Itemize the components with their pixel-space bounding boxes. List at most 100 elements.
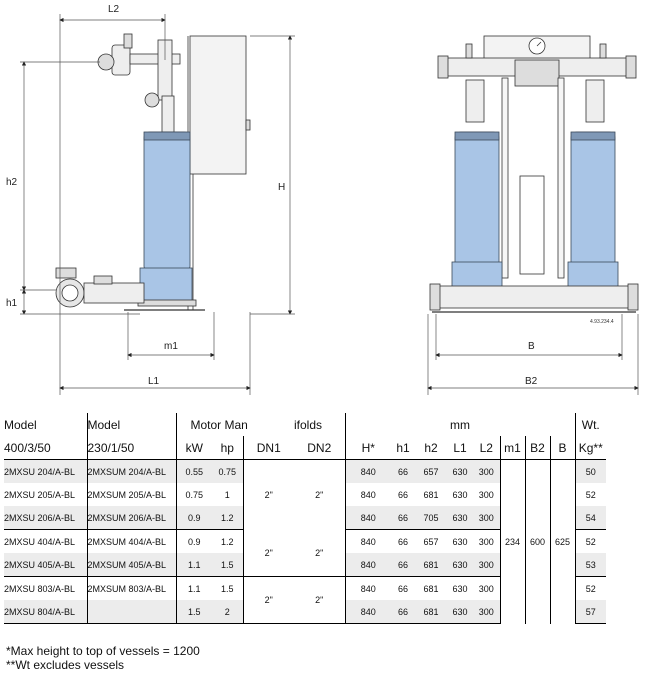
drawing-code: 4.93.234.4 xyxy=(590,319,614,325)
cell-h2: 681 xyxy=(423,583,439,594)
cell-m1: 234 xyxy=(499,459,525,624)
cell-B2: 600 xyxy=(524,459,550,624)
header-row-2: 400/3/50 230/1/50 kW hp DN1 DN2 H* h1 h2… xyxy=(4,436,606,460)
dim-h1: h1 xyxy=(6,298,18,309)
col-ifolds: ifolds xyxy=(294,417,323,432)
cell-kg: 52 xyxy=(574,483,606,506)
col-motor-man: Motor Man xyxy=(175,413,294,436)
col-model-b: Model xyxy=(86,413,176,436)
cell-model-a: 2MXSU 204/A-BL xyxy=(4,459,87,483)
cell-hp: 1.2 xyxy=(212,506,243,530)
col-model-a: Model xyxy=(4,417,37,432)
side-dimensions xyxy=(20,14,295,395)
table-row: 2MXSU 405/A-BL 2MXSUM 405/A-BL 1.1 1.5 8… xyxy=(4,553,606,577)
cell-dn1: 2" xyxy=(242,529,294,577)
cell-model-a: 2MXSU 205/A-BL xyxy=(4,489,76,500)
cell-kw: 0.9 xyxy=(175,506,212,530)
table-row: 2MXSU 404/A-BL 2MXSUM 404/A-BL 0.9 1.2 2… xyxy=(4,529,606,577)
cell-h1: 66 xyxy=(397,583,408,594)
cell-hp: 1.5 xyxy=(212,553,243,577)
cell-kw: 0.75 xyxy=(175,483,212,506)
cell-H: 840 xyxy=(344,506,391,530)
cell-h2: 681 xyxy=(415,600,447,624)
cell-L2: 300 xyxy=(473,506,500,530)
cell-H: 840 xyxy=(344,459,391,483)
cell-L1: 630 xyxy=(452,489,468,500)
cell-model-a: 2MXSU 404/A-BL xyxy=(4,536,76,547)
cell-model-a: 2MXSU 405/A-BL xyxy=(4,553,87,577)
cell-kw: 0.55 xyxy=(175,459,212,483)
cell-H: 840 xyxy=(344,483,391,506)
col-dn1: DN1 xyxy=(242,436,294,460)
cell-kg: 52 xyxy=(574,529,606,553)
cell-B: 625 xyxy=(549,459,575,624)
cell-kw: 0.9 xyxy=(175,529,212,553)
cell-hp: 1 xyxy=(224,489,230,500)
cell-h1: 66 xyxy=(397,489,408,500)
cell-hp: 0.75 xyxy=(212,459,243,483)
col-hp: hp xyxy=(212,436,243,460)
dim-L1: L1 xyxy=(148,376,160,387)
cell-dn2: 2" xyxy=(294,576,345,624)
cell-h2: 681 xyxy=(423,489,439,500)
table-row: 2MXSU 205/A-BL 2MXSUM 205/A-BL 0.75 1 84… xyxy=(4,483,606,506)
col-h1: h1 xyxy=(391,436,415,460)
cell-L2: 300 xyxy=(473,600,500,624)
table-row: 2MXSU 206/A-BL 2MXSUM 206/A-BL 0.9 1.2 8… xyxy=(4,506,606,530)
technical-drawing: L2 h2 H h1 m1 L1 xyxy=(6,4,639,395)
cell-model-a: 2MXSU 206/A-BL xyxy=(4,506,87,530)
cell-model-a: 2MXSU 804/A-BL xyxy=(4,600,87,624)
cell-L1: 630 xyxy=(447,600,473,624)
cell-model-b: 2MXSUM 205/A-BL xyxy=(86,483,176,506)
footnotes: *Max height to top of vessels = 1200 **W… xyxy=(6,644,200,672)
cell-model-b: 2MXSUM 803/A-BL xyxy=(86,576,176,600)
front-dimension-labels: B B2 xyxy=(525,341,538,387)
col-model-a-sub: 400/3/50 xyxy=(4,436,87,460)
dim-L2: L2 xyxy=(108,4,120,15)
cell-H: 840 xyxy=(344,576,391,600)
cell-h1: 66 xyxy=(391,553,415,577)
cell-model-b: 2MXSUM 206/A-BL xyxy=(86,506,176,530)
header-row-1: Model Model Motor Man ifolds mm Wt. xyxy=(4,413,606,436)
dim-m1: m1 xyxy=(164,341,178,352)
cell-L2: 300 xyxy=(478,536,494,547)
cell-model-b: 2MXSUM 404/A-BL xyxy=(86,529,176,553)
cell-L2: 300 xyxy=(473,459,500,483)
cell-kw: 1.5 xyxy=(175,600,212,624)
cell-kg: 50 xyxy=(574,459,606,483)
dim-h2: h2 xyxy=(6,177,18,188)
cell-h1: 66 xyxy=(391,459,415,483)
cell-L1: 630 xyxy=(447,553,473,577)
cell-hp: 2 xyxy=(212,600,243,624)
cell-H: 840 xyxy=(344,600,391,624)
col-B: B xyxy=(549,436,575,460)
control-cabinet xyxy=(189,35,247,175)
cell-L1: 630 xyxy=(447,506,473,530)
cell-hp: 1.5 xyxy=(220,583,234,594)
dim-B2: B2 xyxy=(525,376,538,387)
side-view xyxy=(55,33,251,311)
col-kw: kW xyxy=(175,436,212,460)
side-dimension-labels: L2 h2 H h1 m1 L1 xyxy=(6,4,285,387)
col-model-b-sub: 230/1/50 xyxy=(86,436,176,460)
cell-model-b: 2MXSUM 204/A-BL xyxy=(86,459,176,483)
cell-h2: 681 xyxy=(415,553,447,577)
cell-h1: 66 xyxy=(391,600,415,624)
cell-L1: 630 xyxy=(452,536,468,547)
cell-kg: 53 xyxy=(574,553,606,577)
cell-dn1: 2" xyxy=(242,459,294,530)
front-dimensions xyxy=(427,314,639,395)
cell-kg: 52 xyxy=(574,576,606,600)
cell-h1: 66 xyxy=(391,506,415,530)
cell-h2: 657 xyxy=(423,536,439,547)
cell-H: 840 xyxy=(344,529,391,553)
cell-H: 840 xyxy=(344,553,391,577)
cell-dn2: 2" xyxy=(294,529,345,577)
table-row: 2MXSU 803/A-BL 2MXSUM 803/A-BL 1.1 1.5 2… xyxy=(4,576,606,624)
col-B2: B2 xyxy=(524,436,550,460)
col-L2: L2 xyxy=(473,436,500,460)
cell-kw: 1.1 xyxy=(175,553,212,577)
cell-kw: 1.1 xyxy=(175,576,212,600)
cell-L1: 630 xyxy=(447,459,473,483)
col-kg: Kg** xyxy=(574,436,606,460)
